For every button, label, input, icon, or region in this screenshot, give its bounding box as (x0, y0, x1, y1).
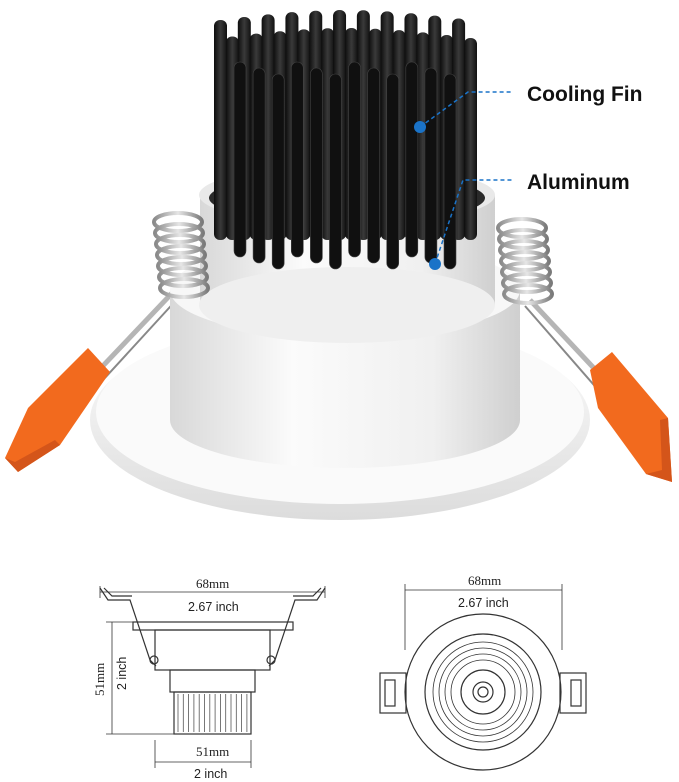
left-spring-clip (5, 288, 181, 472)
aluminum-label: Aluminum (527, 171, 630, 194)
top-width-mm: 68mm (468, 573, 501, 588)
side-top-width-mm: 68mm (196, 576, 229, 591)
side-top-width-in: 2.67 inch (188, 600, 239, 614)
side-view-drawing (99, 586, 326, 768)
cooling-fin-heatsink (214, 10, 477, 270)
side-bottom-width-in: 2 inch (194, 767, 227, 781)
right-spring-coil (496, 217, 554, 305)
top-width-in: 2.67 inch (458, 596, 509, 610)
callout-aluminum: Aluminum (429, 171, 630, 270)
side-bottom-width-mm: 51mm (196, 744, 229, 759)
side-view-fins (177, 694, 248, 732)
left-spring-coil (152, 211, 210, 299)
side-height-mm: 51mm (92, 663, 107, 696)
downlight-product (5, 10, 672, 520)
callout-cooling-fin: Cooling Fin (414, 83, 642, 133)
right-spring-clip (524, 298, 672, 482)
side-height-in: 2 inch (115, 657, 129, 690)
cooling-fin-label: Cooling Fin (527, 83, 642, 106)
top-view-drawing (379, 584, 587, 771)
